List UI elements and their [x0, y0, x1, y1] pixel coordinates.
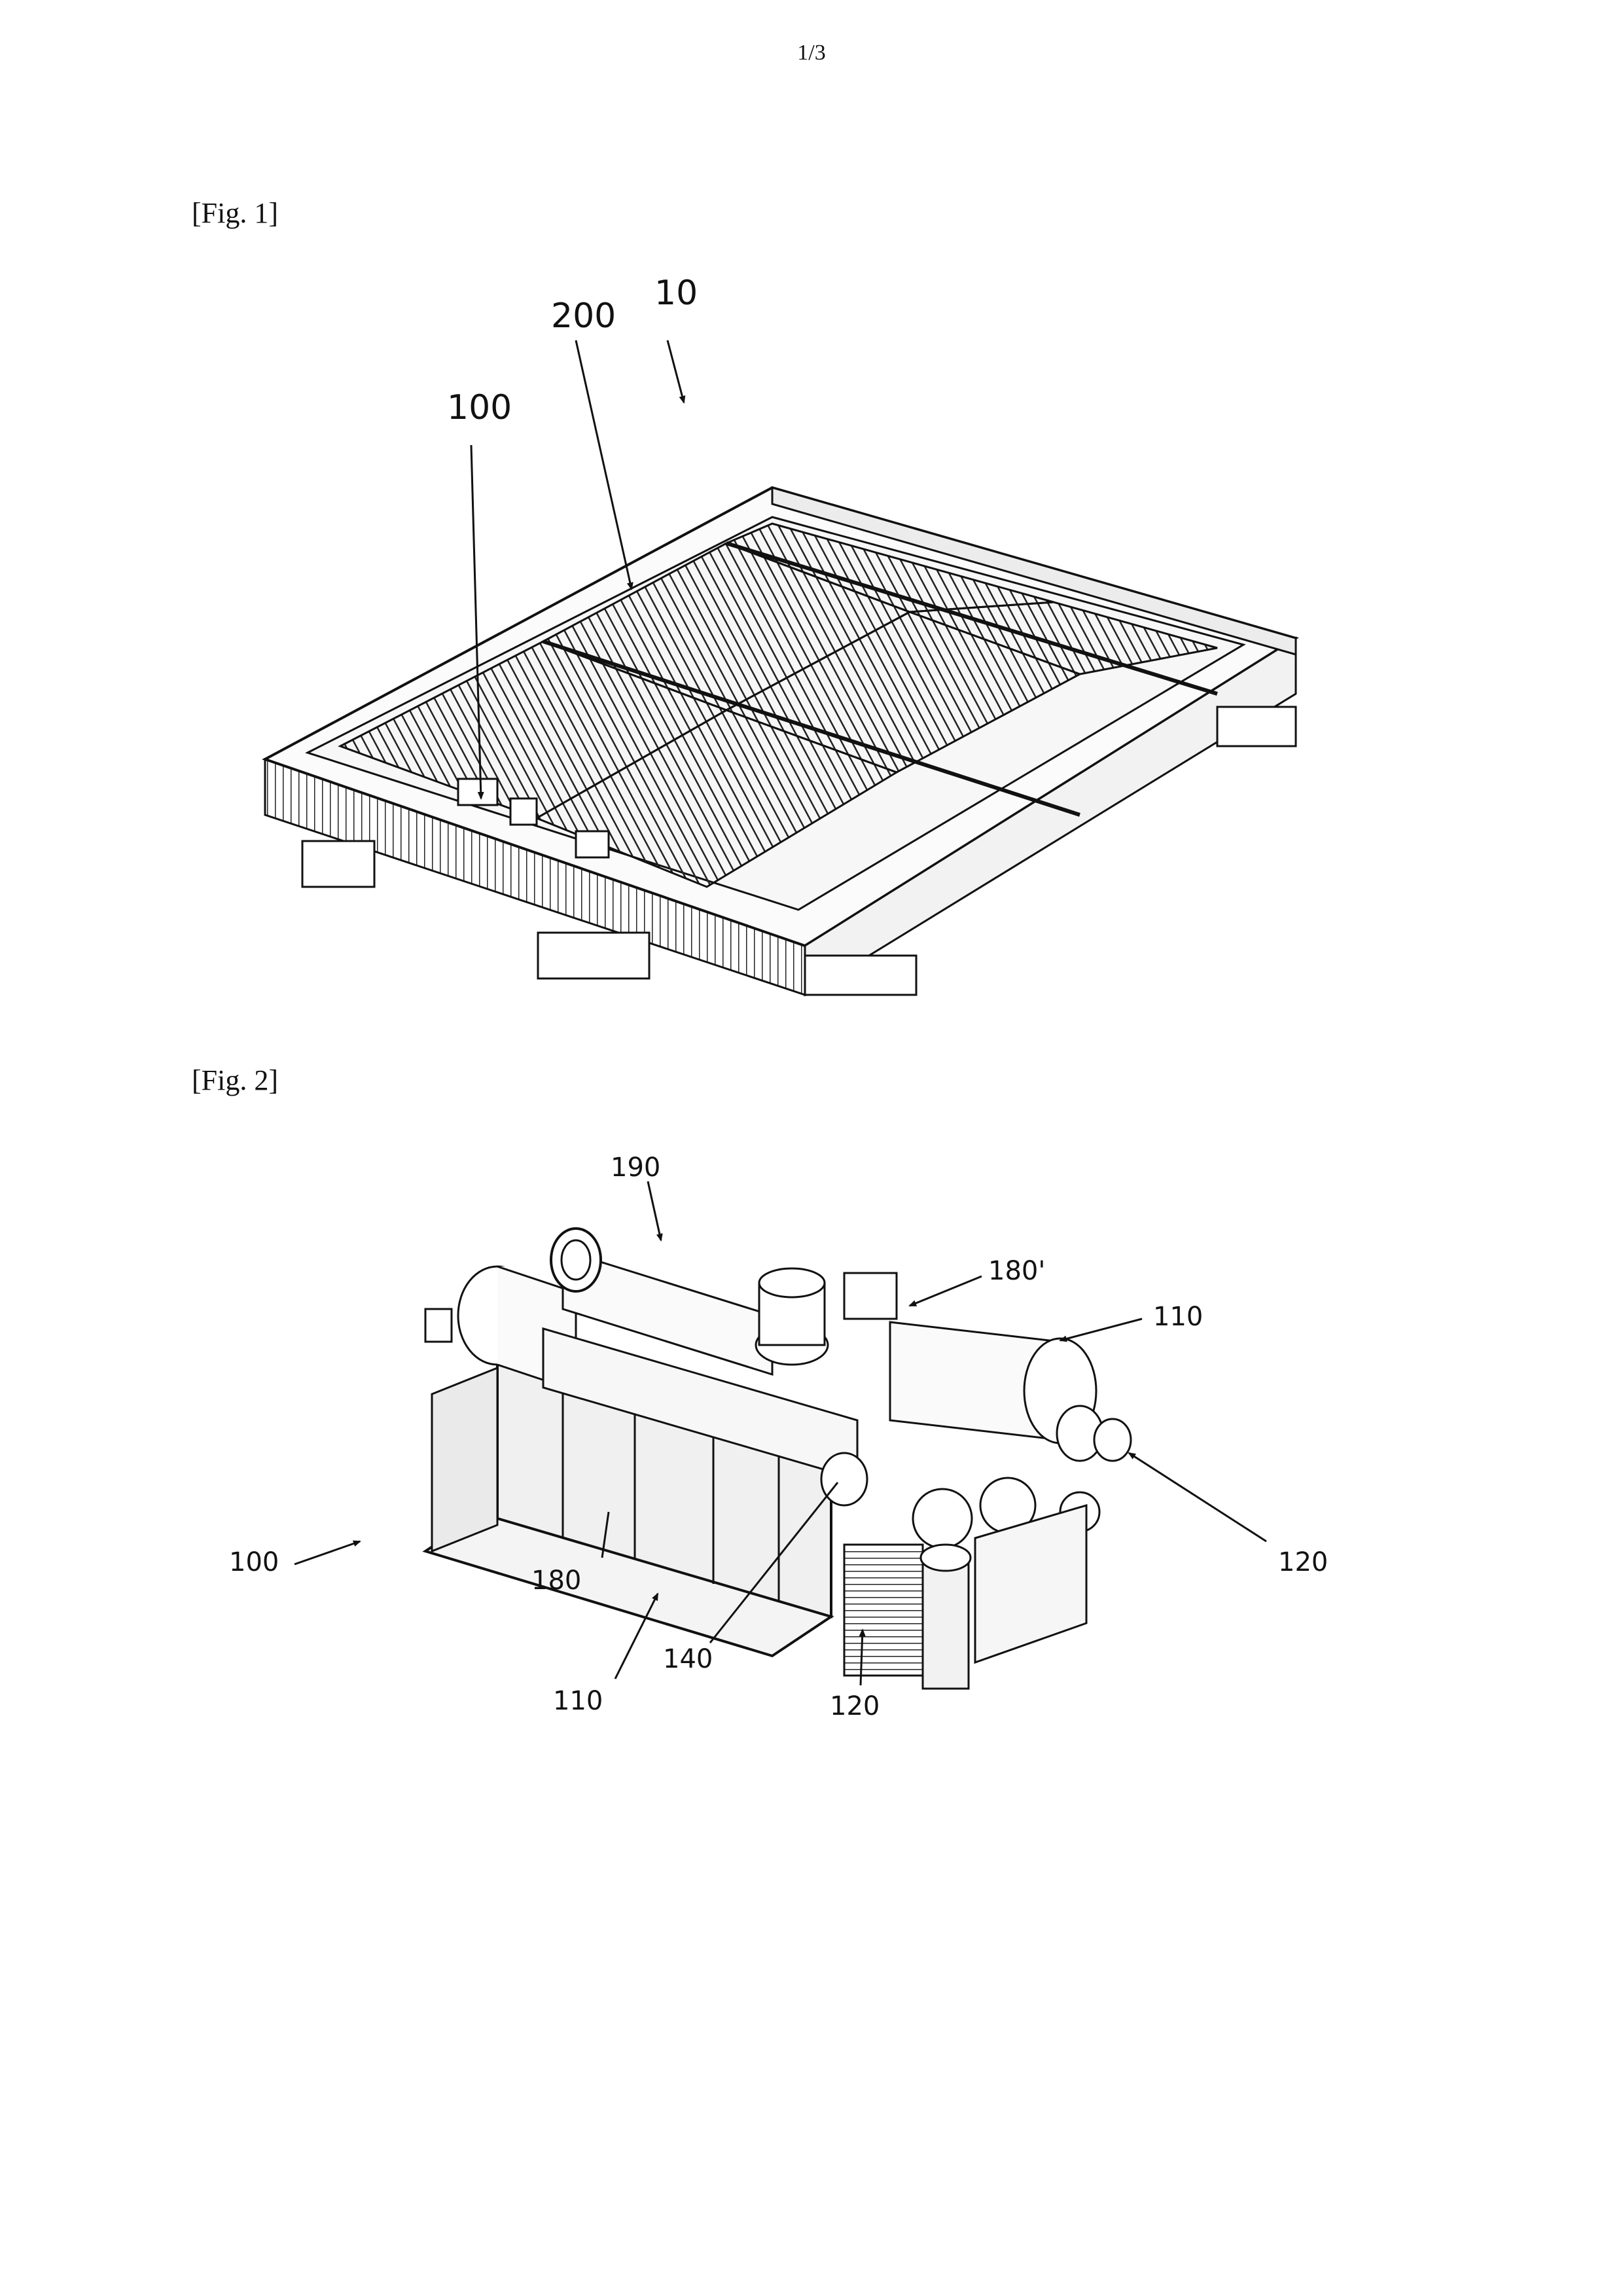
label-unit-100: 100 — [447, 388, 512, 427]
label-connector-180-prime: 180' — [988, 1256, 1045, 1286]
label-port-140: 140 — [663, 1644, 713, 1674]
label-housing-110-bottom: 110 — [553, 1686, 603, 1716]
label-module-200: 200 — [551, 296, 616, 336]
label-pipe-190: 190 — [611, 1153, 660, 1183]
label-unit-100: 100 — [229, 1547, 279, 1577]
thermal-unit-drawing — [425, 1229, 1131, 1689]
label-pack-10: 10 — [654, 274, 698, 313]
label-exchanger-120-bottom: 120 — [830, 1691, 880, 1721]
battery-pack-drawing — [265, 488, 1296, 995]
label-housing-110-right: 110 — [1153, 1302, 1203, 1332]
label-connector-180: 180 — [531, 1566, 581, 1596]
label-port-120-right: 120 — [1278, 1547, 1328, 1577]
